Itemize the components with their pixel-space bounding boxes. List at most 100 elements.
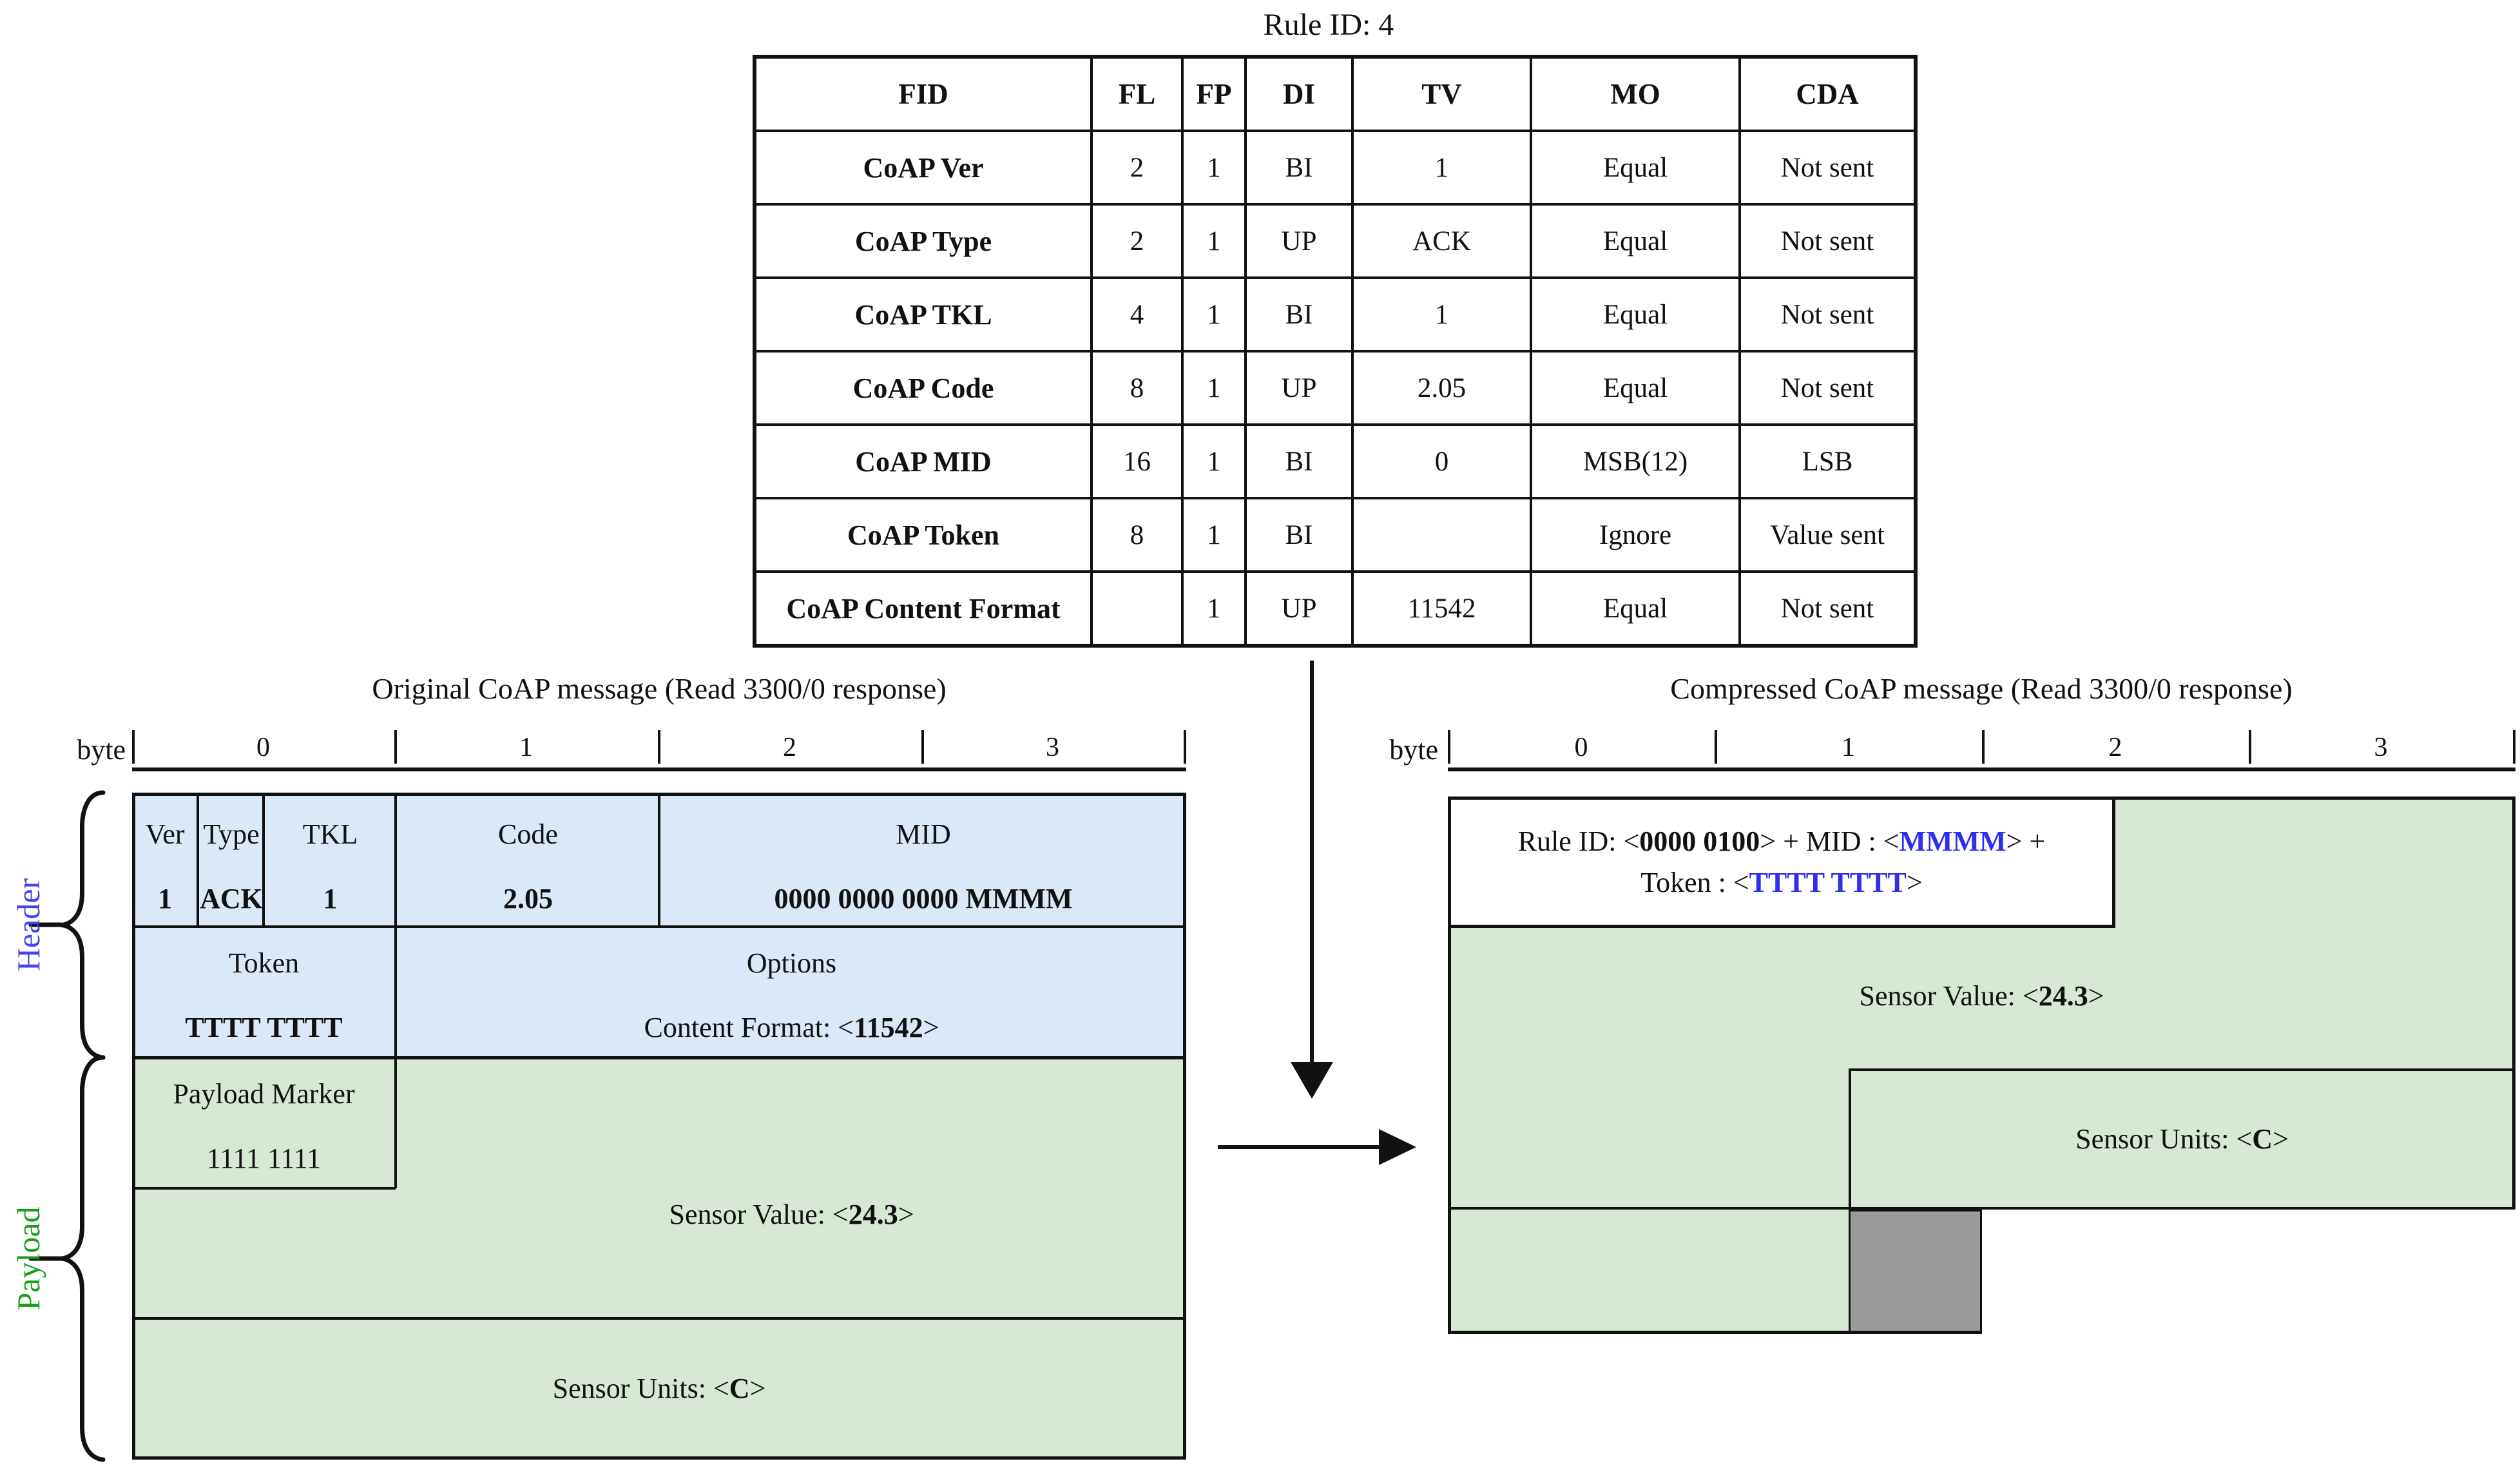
- ruler-tick: [394, 730, 397, 764]
- table-cell: 11542: [1351, 570, 1532, 647]
- sensor-value-text: Sensor Value: <24.3>: [1859, 980, 2104, 1012]
- ruler-tick: [2249, 730, 2251, 764]
- table-header-cell: CDA: [1738, 55, 1917, 132]
- ruler-tick: [1448, 730, 1450, 764]
- payload-section-label: Payload: [10, 1206, 46, 1311]
- ver-value: 1: [158, 883, 172, 914]
- byte-number: 2: [783, 733, 796, 762]
- byte-number: 1: [519, 733, 533, 762]
- tkl-label: TKL: [302, 818, 358, 850]
- table-cell: [1351, 497, 1532, 573]
- tkl-value: 1: [323, 883, 338, 914]
- table-cell: 2: [1090, 130, 1184, 206]
- byte-number: 2: [2108, 733, 2122, 762]
- table-cell: 8: [1090, 350, 1184, 426]
- table-cell: BI: [1244, 276, 1354, 352]
- table-cell: CoAP Type: [753, 203, 1093, 279]
- table-header-cell: FID: [753, 55, 1093, 132]
- sensor-units-text: Sensor Units: <C>: [552, 1373, 766, 1404]
- original-byte-ruler: 0 1 2 3: [132, 730, 1186, 771]
- table-cell: Not sent: [1738, 130, 1917, 206]
- table-cell: 1: [1181, 423, 1247, 499]
- table-cell: CoAP MID: [753, 423, 1093, 499]
- ruler-tick: [1982, 730, 1985, 764]
- table-cell: BI: [1244, 423, 1354, 499]
- down-arrow-icon: [1310, 661, 1314, 1063]
- original-message-title: Original CoAP message (Read 3300/0 respo…: [372, 672, 947, 705]
- table-cell: BI: [1244, 130, 1354, 206]
- type-label: Type: [203, 818, 260, 850]
- original-byte-label: byte: [77, 734, 126, 766]
- ruler-tick: [1715, 730, 1717, 764]
- table-cell: Not sent: [1738, 570, 1917, 647]
- payload-marker-value: 1111 1111: [206, 1143, 322, 1174]
- table-cell: 2.05: [1351, 350, 1532, 426]
- sensor-units-text: Sensor Units: <C>: [2075, 1123, 2289, 1155]
- table-cell: Equal: [1530, 130, 1741, 206]
- code-label: Code: [498, 818, 558, 850]
- ver-label: Ver: [145, 818, 185, 850]
- table-cell: CoAP TKL: [753, 276, 1093, 352]
- token-value: TTTT TTTT: [185, 1012, 343, 1043]
- table-cell: 1: [1351, 130, 1532, 206]
- table-cell: UP: [1244, 350, 1354, 426]
- unused-bits-box: [1849, 1210, 1982, 1334]
- table-cell: Not sent: [1738, 276, 1917, 352]
- mid-value: 0000 0000 0000 MMMM: [774, 883, 1073, 914]
- code-value: 2.05: [503, 883, 553, 914]
- residue-line-1: Rule ID: <0000 0100> + MID : <MMMM> +: [1517, 825, 2046, 857]
- byte-number: 3: [2374, 733, 2388, 762]
- ruler-tick: [132, 730, 135, 764]
- residue-box: Rule ID: <0000 0100> + MID : <MMMM> + To…: [1448, 796, 2115, 928]
- table-cell: 1: [1181, 350, 1247, 426]
- compressed-message-box: Rule ID: <0000 0100> + MID : <MMMM> + To…: [1448, 796, 2515, 1334]
- table-cell: CoAP Ver: [753, 130, 1093, 206]
- token-label: Token: [228, 947, 300, 979]
- table-cell: Not sent: [1738, 203, 1917, 279]
- table-cell: Value sent: [1738, 497, 1917, 573]
- table-cell: BI: [1244, 497, 1354, 573]
- byte-number: 0: [1574, 733, 1588, 762]
- table-cell: 1: [1181, 130, 1247, 206]
- table-cell: 1: [1181, 203, 1247, 279]
- table-cell: Equal: [1530, 203, 1741, 279]
- table-cell: UP: [1244, 203, 1354, 279]
- table-header-cell: DI: [1244, 55, 1354, 132]
- table-header-cell: MO: [1530, 55, 1741, 132]
- table-cell: 4: [1090, 276, 1184, 352]
- table-cell: 1: [1181, 497, 1247, 573]
- original-message-box: Ver 1 Type ACK TKL 1 Code 2.05 MID 0000 …: [132, 793, 1186, 1460]
- mid-label: MID: [896, 818, 951, 850]
- table-cell: Equal: [1530, 570, 1741, 647]
- table-cell: MSB(12): [1530, 423, 1741, 499]
- table-cell: ACK: [1351, 203, 1532, 279]
- options-value: Content Format: <11542>: [644, 1012, 939, 1043]
- type-value: ACK: [200, 883, 263, 914]
- table-cell: 1: [1351, 276, 1532, 352]
- table-cell: Ignore: [1530, 497, 1741, 573]
- table-cell: 1: [1181, 570, 1247, 647]
- table-header-cell: TV: [1351, 55, 1532, 132]
- table-cell: 1: [1181, 276, 1247, 352]
- table-cell: UP: [1244, 570, 1354, 647]
- table-cell: Equal: [1530, 350, 1741, 426]
- table-cell: 2: [1090, 203, 1184, 279]
- residue-line-2: Token : <TTTT TTTT>: [1640, 867, 1923, 898]
- compressed-message-title: Compressed CoAP message (Read 3300/0 res…: [1670, 672, 2293, 705]
- ruler-tick: [2513, 730, 2515, 764]
- table-cell: Not sent: [1738, 350, 1917, 426]
- table-cell: 8: [1090, 497, 1184, 573]
- rule-id-title: Rule ID: 4: [1263, 8, 1394, 42]
- table-cell: [1090, 570, 1184, 647]
- options-label: Options: [746, 947, 837, 979]
- sensor-units-box: Sensor Units: <C>: [1849, 1068, 2515, 1210]
- table-cell: 0: [1351, 423, 1532, 499]
